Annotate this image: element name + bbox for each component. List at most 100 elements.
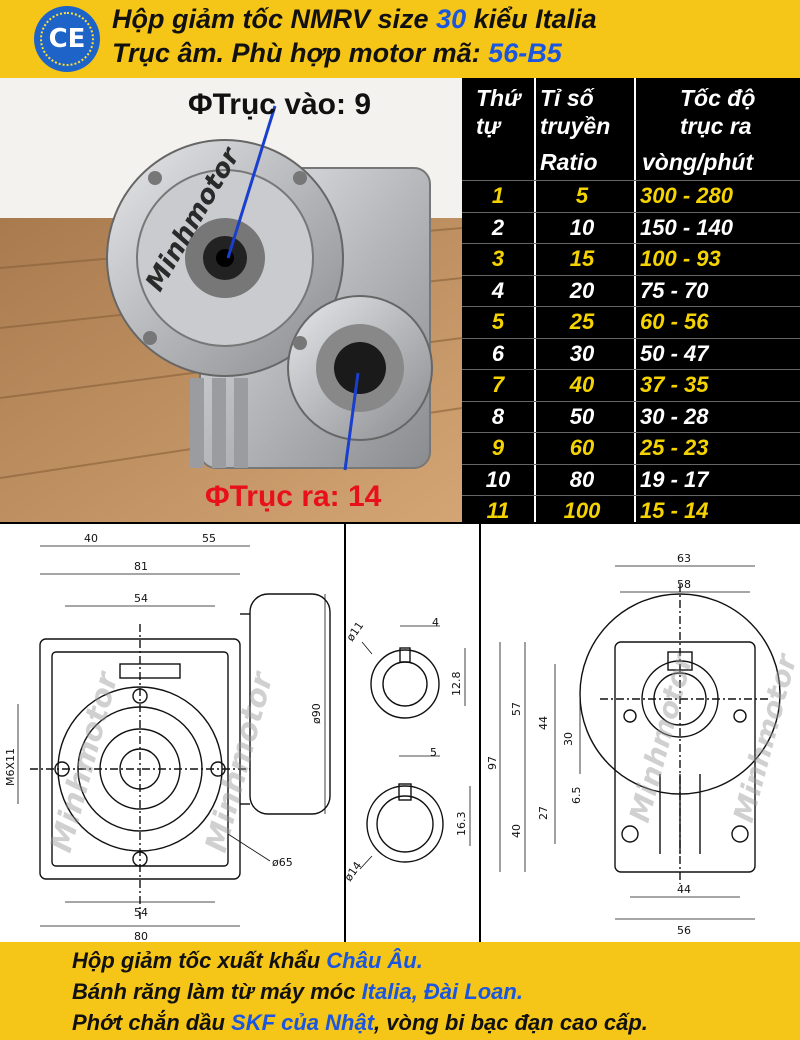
footer-line1-text: Hộp giảm tốc xuất khẩu [72,948,327,973]
dim-40-side: 40 [510,824,523,838]
dim-97: 97 [486,756,499,770]
ce-logo-ring [40,12,94,66]
dim-44-bottom: 44 [677,883,691,896]
table-divider [534,78,536,522]
front-view [30,593,331,919]
row-speed: 60 - 56 [640,309,709,334]
drawing-canvas: 40 55 81 54 54 80 ø90 ø65 M6X11 Minhmoto… [4,524,800,943]
row-ratio: 25 [569,309,595,334]
header-title-line1: Hộp giảm tốc NMRV size 30 kiểu Italia [112,4,597,35]
row-speed: 150 - 140 [640,214,733,240]
row-ratio: 20 [569,277,595,303]
dim-6-5: 6.5 [570,787,583,805]
ce-logo-text: CE [48,24,86,54]
row-number: 1 [491,183,505,208]
row-ratio: 60 [569,435,595,460]
row-separator [462,274,800,276]
drawing-watermark-side: Minhmotor [623,649,700,826]
dim-56: 56 [677,924,691,937]
dim-63: 63 [677,552,691,565]
row-number: 5 [491,309,505,334]
technical-drawing: 40 55 81 54 54 80 ø90 ø65 M6X11 Minhmoto… [0,522,800,944]
row-ratio: 50 [569,403,595,429]
table-row: 2 10 150 - 140 [462,212,800,243]
row-separator [462,337,800,339]
col-no-header-line1: Thứ [476,85,521,111]
dim-30: 30 [562,732,575,746]
row-ratio: 10 [569,214,595,240]
shaft-sections [366,647,444,863]
input-shaft-label: ΦTrục vào: 9 [188,88,371,121]
row-separator [462,463,800,465]
output-shaft-label: ΦTrục ra: 14 [205,480,382,513]
dim-44: 44 [537,716,550,730]
col-speed-header-line2: trục ra [680,113,752,139]
row-separator [462,243,800,244]
row-speed: 50 - 47 [640,340,709,366]
col-speed-unit: vòng/phút [642,149,754,175]
table-row: 5 25 60 - 56 [462,306,800,337]
row-speed: 75 - 70 [640,277,709,303]
footer-banner: Hộp giảm tốc xuất khẩu Châu Âu. Bánh răn… [0,942,800,1040]
table-row: 11 100 15 - 14 [462,495,800,526]
row-speed: 37 - 35 [640,372,709,397]
row-ratio: 80 [569,466,595,492]
input-shaft-pointer [226,105,277,259]
dim-shaft-16-3: 16.3 [455,812,468,837]
footer-line3: Phớt chắn dầu SKF của Nhật, vòng bi bạc … [72,1010,648,1036]
dim-55: 55 [202,532,216,545]
row-number: 11 [486,498,510,523]
dim-81: 81 [134,560,148,573]
header-title-suffix: kiểu Italia [466,4,597,34]
table-divider [634,78,636,522]
row-ratio: 5 [575,183,589,208]
row-speed: 19 - 17 [640,466,709,492]
row-speed: 30 - 28 [640,403,709,429]
row-ratio: 100 [563,498,601,523]
row-separator [462,211,800,213]
header-banner: CE Hộp giảm tốc NMRV size 30 kiểu Italia… [0,0,800,78]
footer-line2-highlight: Italia, Đài Loan. [361,979,523,1004]
dim-57: 57 [510,702,523,716]
footer-line3-highlight: SKF của Nhật [231,1010,375,1035]
gearbox-photo: Minhmotor ΦTrục vào: 9 ΦTrục ra: 14 [0,78,462,522]
drawing-watermark-right: Minhmotor [199,667,281,856]
dim-shaft-12-8: 12.8 [450,672,463,697]
drawing-watermark-left: Minhmotor [44,667,126,856]
row-speed: 15 - 14 [640,498,709,523]
col-ratio-header-line2: truyền [540,113,611,139]
footer-line3-text: Phớt chắn dầu [72,1010,232,1035]
table-row: 1 5 300 - 280 [462,180,800,211]
dim-27: 27 [537,806,550,820]
row-separator [462,369,800,370]
row-number: 9 [491,435,505,460]
dim-d90: ø90 [310,703,323,724]
row-number: 4 [491,277,505,303]
row-separator [462,400,800,402]
header-motor-code: 56-B5 [488,38,562,68]
row-number: 6 [491,340,505,366]
footer-line3-suffix: , vòng bi bạc đạn cao cấp. [374,1010,648,1035]
col-no-header-line2: tự [476,113,501,139]
row-number: 2 [491,214,505,240]
dim-key-4: 4 [432,616,439,629]
dim-54-top: 54 [134,592,148,605]
col-ratio-header-line1: Tỉ số [540,85,594,111]
header-subtitle-text: Trục âm. Phù hợp motor mã: [112,38,489,68]
row-number: 7 [491,372,505,397]
row-speed: 300 - 280 [640,183,733,208]
gearbox-illustration: Minhmotor ΦTrục vào: 9 ΦTrục ra: 14 [0,78,462,522]
row-ratio: 15 [569,246,595,271]
output-shaft-pointer [343,372,360,471]
header-title-text: Hộp giảm tốc NMRV size [112,4,437,34]
